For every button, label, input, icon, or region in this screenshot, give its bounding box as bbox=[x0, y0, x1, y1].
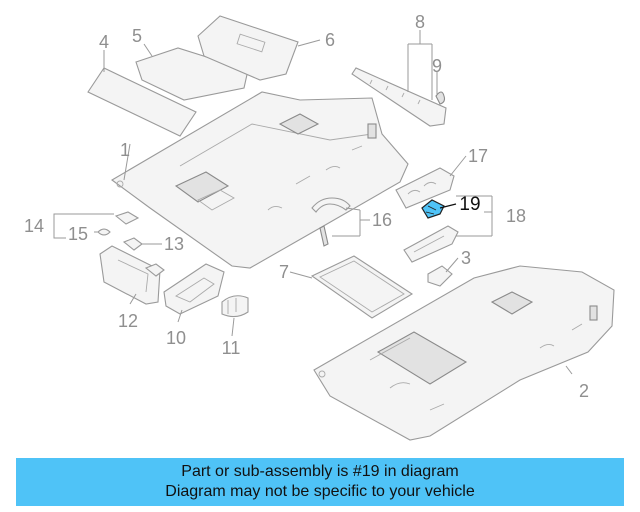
callout-11: 11 bbox=[222, 338, 241, 358]
part-8-rail bbox=[351, 67, 447, 127]
callout-18: 18 bbox=[506, 206, 526, 226]
callout-8: 8 bbox=[415, 12, 425, 32]
callout-9: 9 bbox=[432, 56, 442, 76]
callout-13: 13 bbox=[164, 234, 184, 254]
callout-7: 7 bbox=[279, 262, 289, 282]
callout-14: 14 bbox=[24, 216, 44, 236]
callout-17: 17 bbox=[468, 146, 488, 166]
callout-16: 16 bbox=[372, 210, 392, 230]
part-19-bracket bbox=[421, 199, 445, 219]
part-18-bracket bbox=[403, 225, 459, 263]
banner-line-2: Diagram may not be specific to your vehi… bbox=[165, 483, 475, 500]
callout-12: 12 bbox=[118, 311, 138, 331]
part-15-clip bbox=[97, 228, 111, 236]
part-4-pad bbox=[87, 67, 197, 137]
part-2-headliner bbox=[313, 265, 615, 441]
leader-19 bbox=[439, 203, 457, 209]
part-13-clip bbox=[122, 237, 143, 251]
part-17-console bbox=[395, 167, 455, 209]
parts-diagram: 1 2 3 4 5 6 7 8 9 10 11 12 13 14 15 16 1… bbox=[24, 12, 615, 441]
part-16-handle bbox=[311, 197, 351, 247]
callout-2: 2 bbox=[579, 381, 589, 401]
part-7-panel bbox=[310, 255, 414, 319]
part-6-pad bbox=[197, 15, 299, 81]
part-11-lamp bbox=[221, 295, 249, 318]
callout-3: 3 bbox=[461, 248, 471, 268]
callout-10: 10 bbox=[166, 328, 186, 348]
part-5-pad bbox=[135, 47, 249, 101]
part-12-visor bbox=[99, 245, 161, 305]
callout-6: 6 bbox=[325, 30, 335, 50]
callout-5: 5 bbox=[132, 26, 142, 46]
callout-15: 15 bbox=[68, 224, 88, 244]
callout-1: 1 bbox=[120, 140, 130, 160]
part-10-lamp bbox=[163, 263, 225, 315]
callout-4: 4 bbox=[99, 32, 109, 52]
info-banner: Part or sub-assembly is #19 in diagram D… bbox=[16, 458, 624, 506]
part-12-hinge bbox=[144, 263, 165, 277]
banner-line-1: Part or sub-assembly is #19 in diagram bbox=[181, 463, 459, 480]
callout-19: 19 bbox=[459, 194, 480, 215]
part-14-clip bbox=[114, 211, 140, 225]
part-3-clip bbox=[427, 265, 453, 287]
leader-lines bbox=[53, 30, 573, 375]
part-1-headliner bbox=[111, 91, 409, 269]
